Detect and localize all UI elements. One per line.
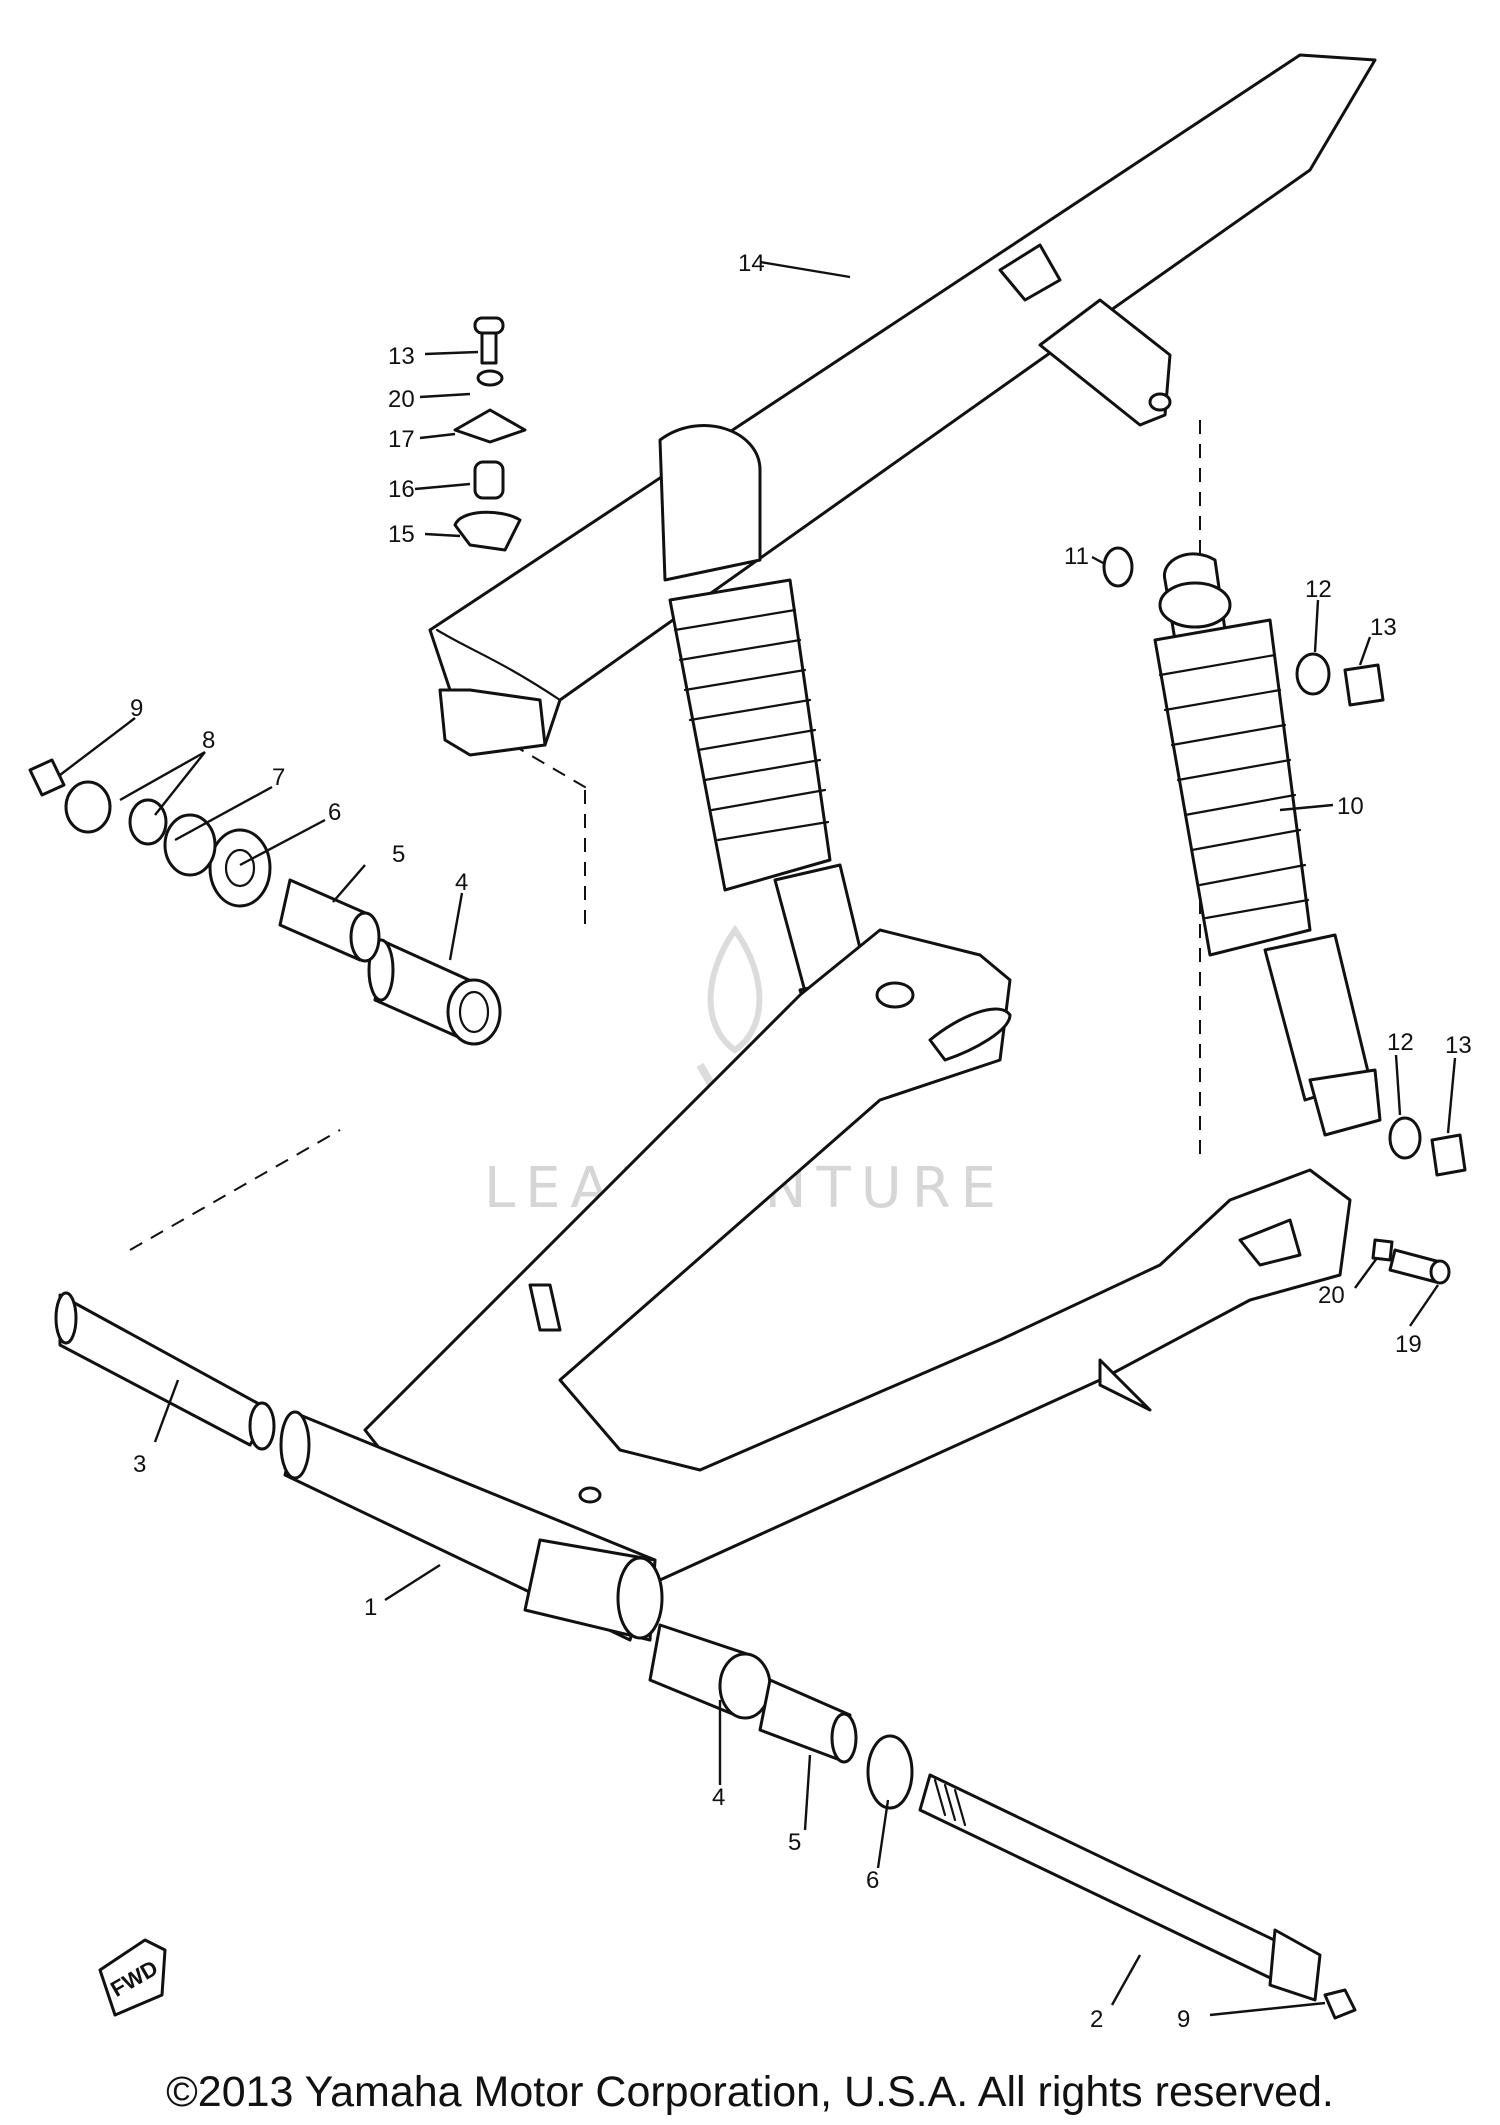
callout-13: 13 — [1370, 614, 1397, 641]
part-swing-arm — [363, 928, 1352, 1582]
callout-5-lower: 5 — [788, 1829, 801, 1856]
callout-3: 3 — [133, 1451, 146, 1478]
callout-17: 17 — [388, 426, 415, 453]
callout-5: 5 — [392, 841, 405, 868]
callout-7: 7 — [272, 764, 285, 791]
part-shock-absorber-exploded — [1153, 552, 1382, 1137]
callout-6-lower: 6 — [866, 1867, 879, 1894]
callout-13-lower: 13 — [1445, 1032, 1472, 1059]
callout-12: 12 — [1305, 576, 1332, 603]
callout-labels: 14 13 20 17 16 15 11 12 13 10 12 13 20 1… — [130, 250, 1472, 2033]
callout-11: 11 — [1064, 543, 1089, 570]
part-pivot-tube-main — [279, 1410, 664, 1642]
callout-15: 15 — [388, 521, 415, 548]
callout-1: 1 — [364, 1594, 377, 1621]
callout-6: 6 — [328, 799, 341, 826]
callout-9-lower: 9 — [1177, 2006, 1190, 2033]
callout-2: 2 — [1090, 2006, 1103, 2033]
callout-9: 9 — [130, 695, 143, 722]
callout-20-lower: 20 — [1318, 1282, 1345, 1309]
callout-4-lower: 4 — [712, 1784, 725, 1811]
fwd-arrow: FWD — [98, 1938, 167, 2017]
part-pivot-tube-left — [54, 1291, 276, 1451]
part-chain-case-mounting-hardware — [453, 316, 527, 552]
callout-8: 8 — [202, 727, 215, 754]
callout-10: 10 — [1337, 793, 1364, 820]
callout-19: 19 — [1395, 1331, 1422, 1358]
callout-12-lower: 12 — [1387, 1029, 1414, 1056]
callout-14: 14 — [738, 250, 765, 277]
part-misc-hardware — [1102, 546, 1467, 1285]
part-right-bushings-shaft — [648, 1623, 1357, 2020]
callout-18: 13 — [388, 343, 415, 370]
part-left-bushings — [28, 758, 502, 1046]
callout-leaders — [59, 260, 1457, 2017]
callout-20: 20 — [388, 386, 415, 413]
callout-16: 16 — [388, 476, 415, 503]
copyright-notice: ©2013 Yamaha Motor Corporation, U.S.A. A… — [166, 2068, 1334, 2116]
callout-4: 4 — [455, 869, 468, 896]
